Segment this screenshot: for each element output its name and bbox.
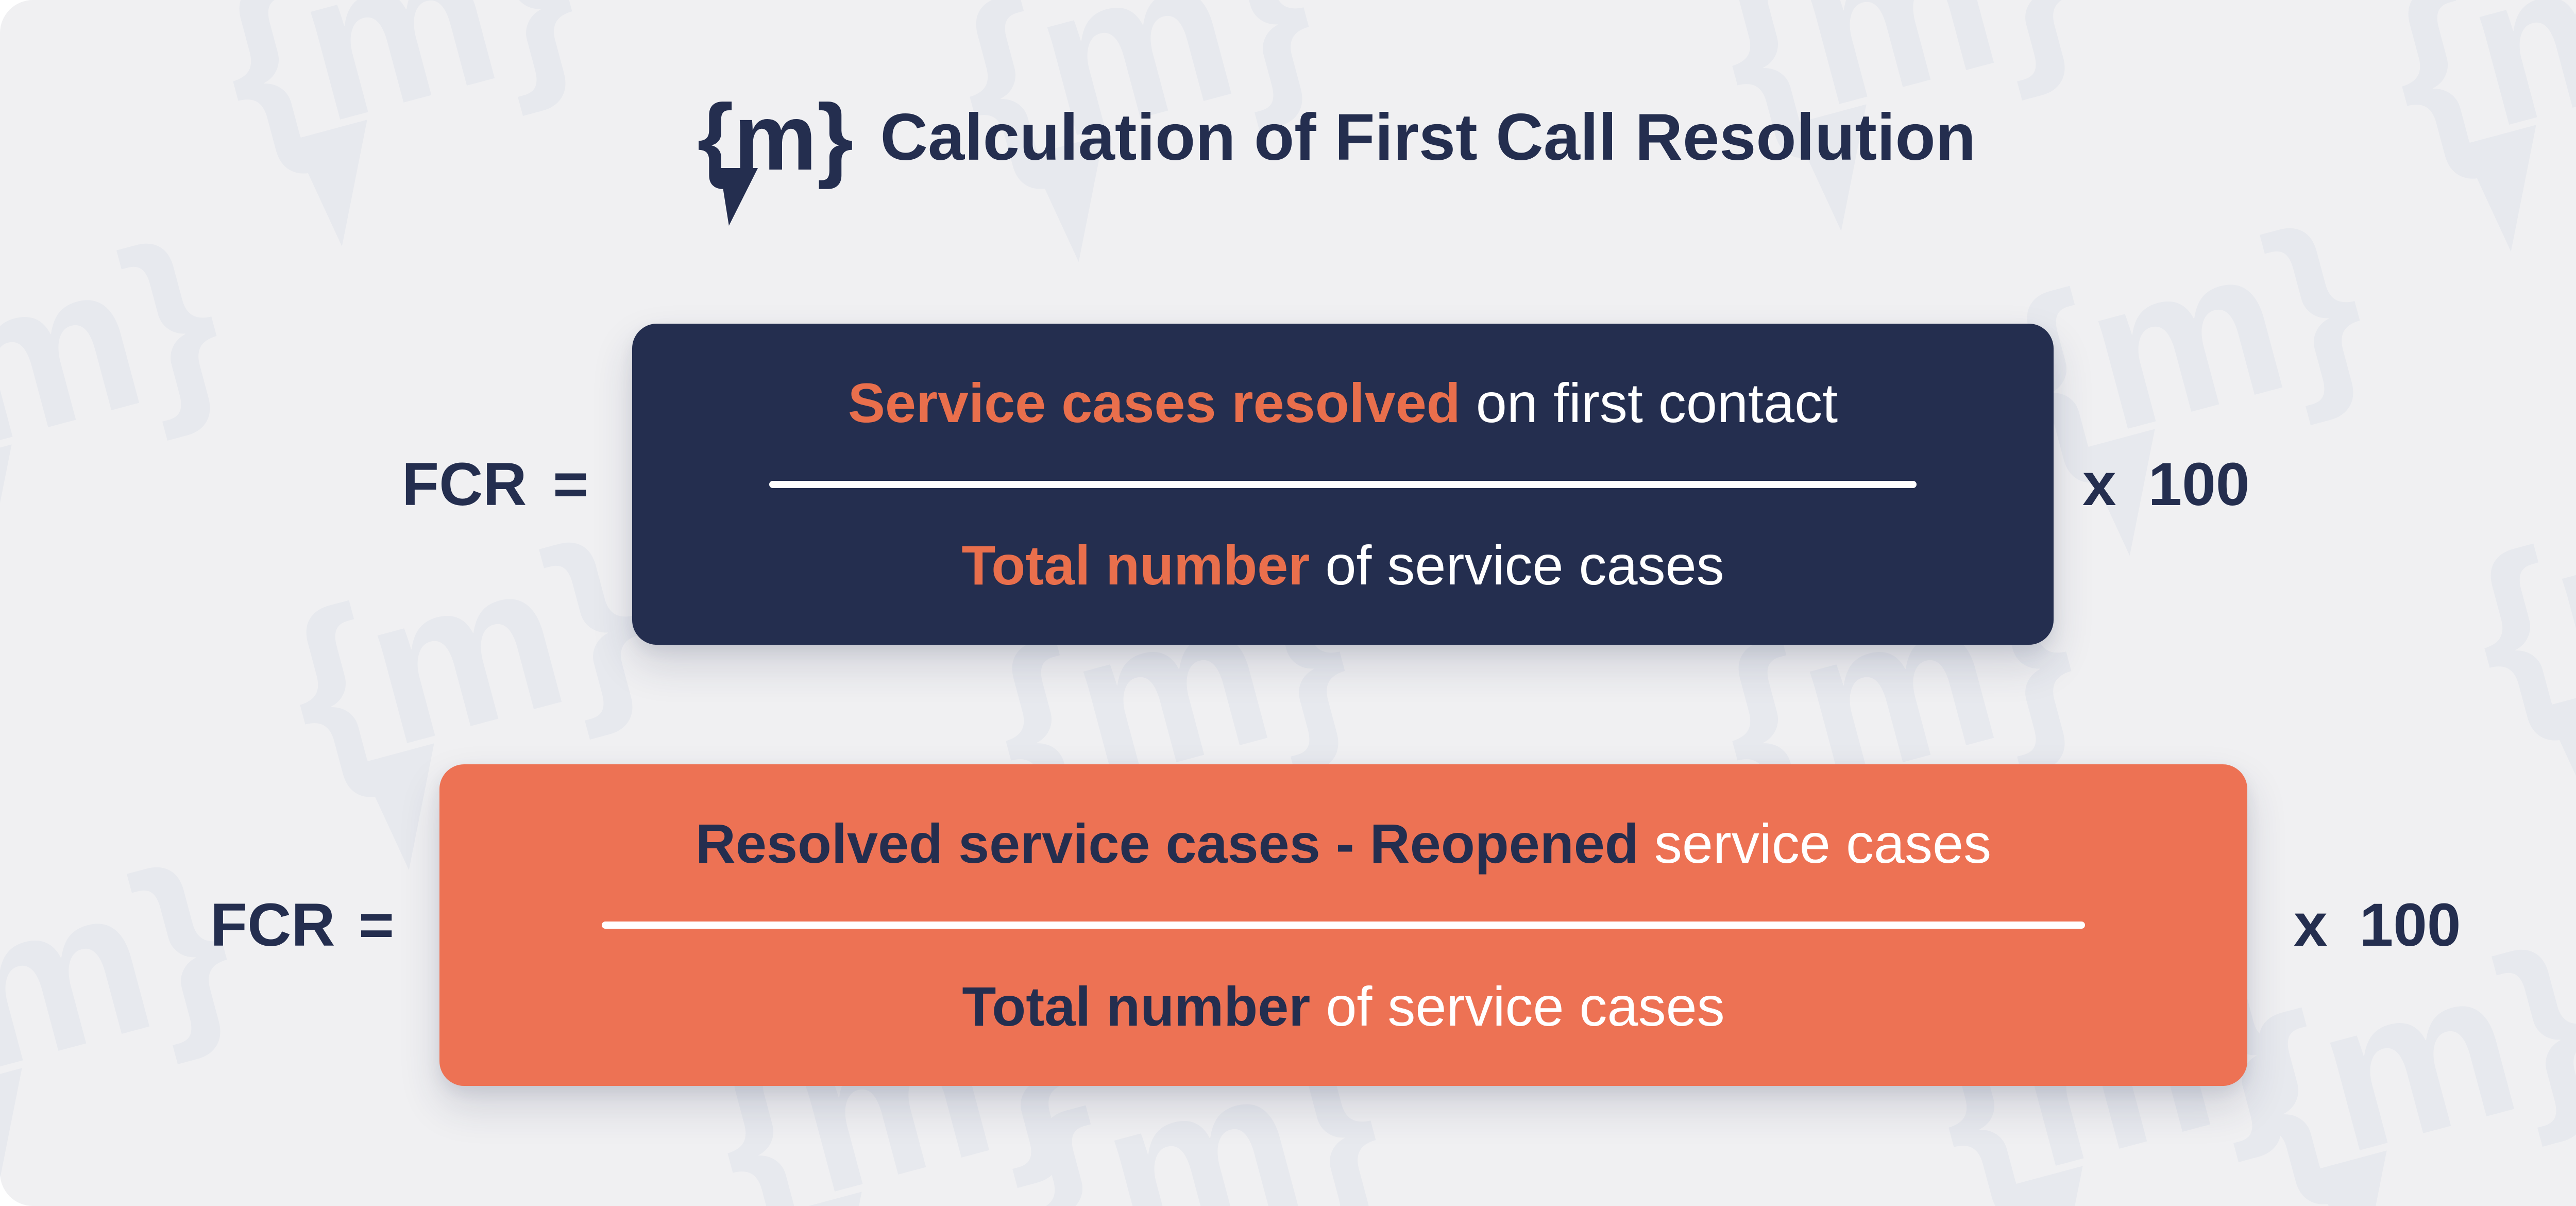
watermark-m-icon: {m} bbox=[0, 193, 243, 512]
brand-logo-m-icon: {m} bbox=[697, 85, 854, 226]
formula1-multiplier-value: 100 bbox=[2148, 450, 2250, 518]
formula2-denominator-rest: of service cases bbox=[1326, 975, 1725, 1037]
formula2-numerator-highlight: Resolved service cases - Reopened bbox=[695, 812, 1639, 875]
formula1-numerator-rest: on first contact bbox=[1476, 372, 1838, 434]
formula1-fraction-card: Service cases resolved on first contact … bbox=[632, 324, 2054, 645]
formula2-denominator: Total number of service cases bbox=[491, 975, 2196, 1038]
formula2-equals-sign: = bbox=[359, 891, 394, 959]
brand-logo-text: {m} bbox=[697, 85, 854, 190]
formula1-numerator-highlight: Service cases resolved bbox=[848, 372, 1461, 434]
formula2-fraction-card: Resolved service cases - Reopened servic… bbox=[439, 764, 2247, 1086]
formula2-lhs: FCR = bbox=[210, 764, 394, 1086]
formula1-denominator: Total number of service cases bbox=[684, 533, 2002, 597]
formula1-equals-sign: = bbox=[553, 450, 588, 518]
formula2-multiplier-value: 100 bbox=[2359, 891, 2461, 959]
formula2-fcr-label: FCR bbox=[210, 891, 335, 959]
header: {m} Calculation of First Call Resolution bbox=[0, 85, 2576, 226]
formula2-numerator-rest: service cases bbox=[1654, 812, 1992, 875]
formula1-denominator-rest: of service cases bbox=[1325, 533, 1724, 596]
formula2-multiply-sign: x bbox=[2294, 891, 2328, 959]
formula1-numerator: Service cases resolved on first contact bbox=[684, 371, 2002, 435]
formula1-fraction-bar bbox=[769, 480, 1917, 488]
formula2-numerator: Resolved service cases - Reopened servic… bbox=[491, 812, 2196, 876]
formula2-multiplier: x 100 bbox=[2294, 764, 2461, 1086]
formula1-denominator-highlight: Total number bbox=[961, 533, 1310, 596]
formula1-lhs: FCR = bbox=[402, 324, 588, 645]
page-title: Calculation of First Call Resolution bbox=[880, 100, 1976, 174]
formula1-multiply-sign: x bbox=[2082, 450, 2116, 518]
watermark-m-icon: {m} bbox=[2448, 435, 2576, 755]
formula1-multiplier: x 100 bbox=[2082, 324, 2250, 645]
formula1-fcr-label: FCR bbox=[402, 450, 527, 518]
formula2-fraction-bar bbox=[602, 922, 2085, 929]
formula2-denominator-highlight: Total number bbox=[962, 975, 1311, 1037]
